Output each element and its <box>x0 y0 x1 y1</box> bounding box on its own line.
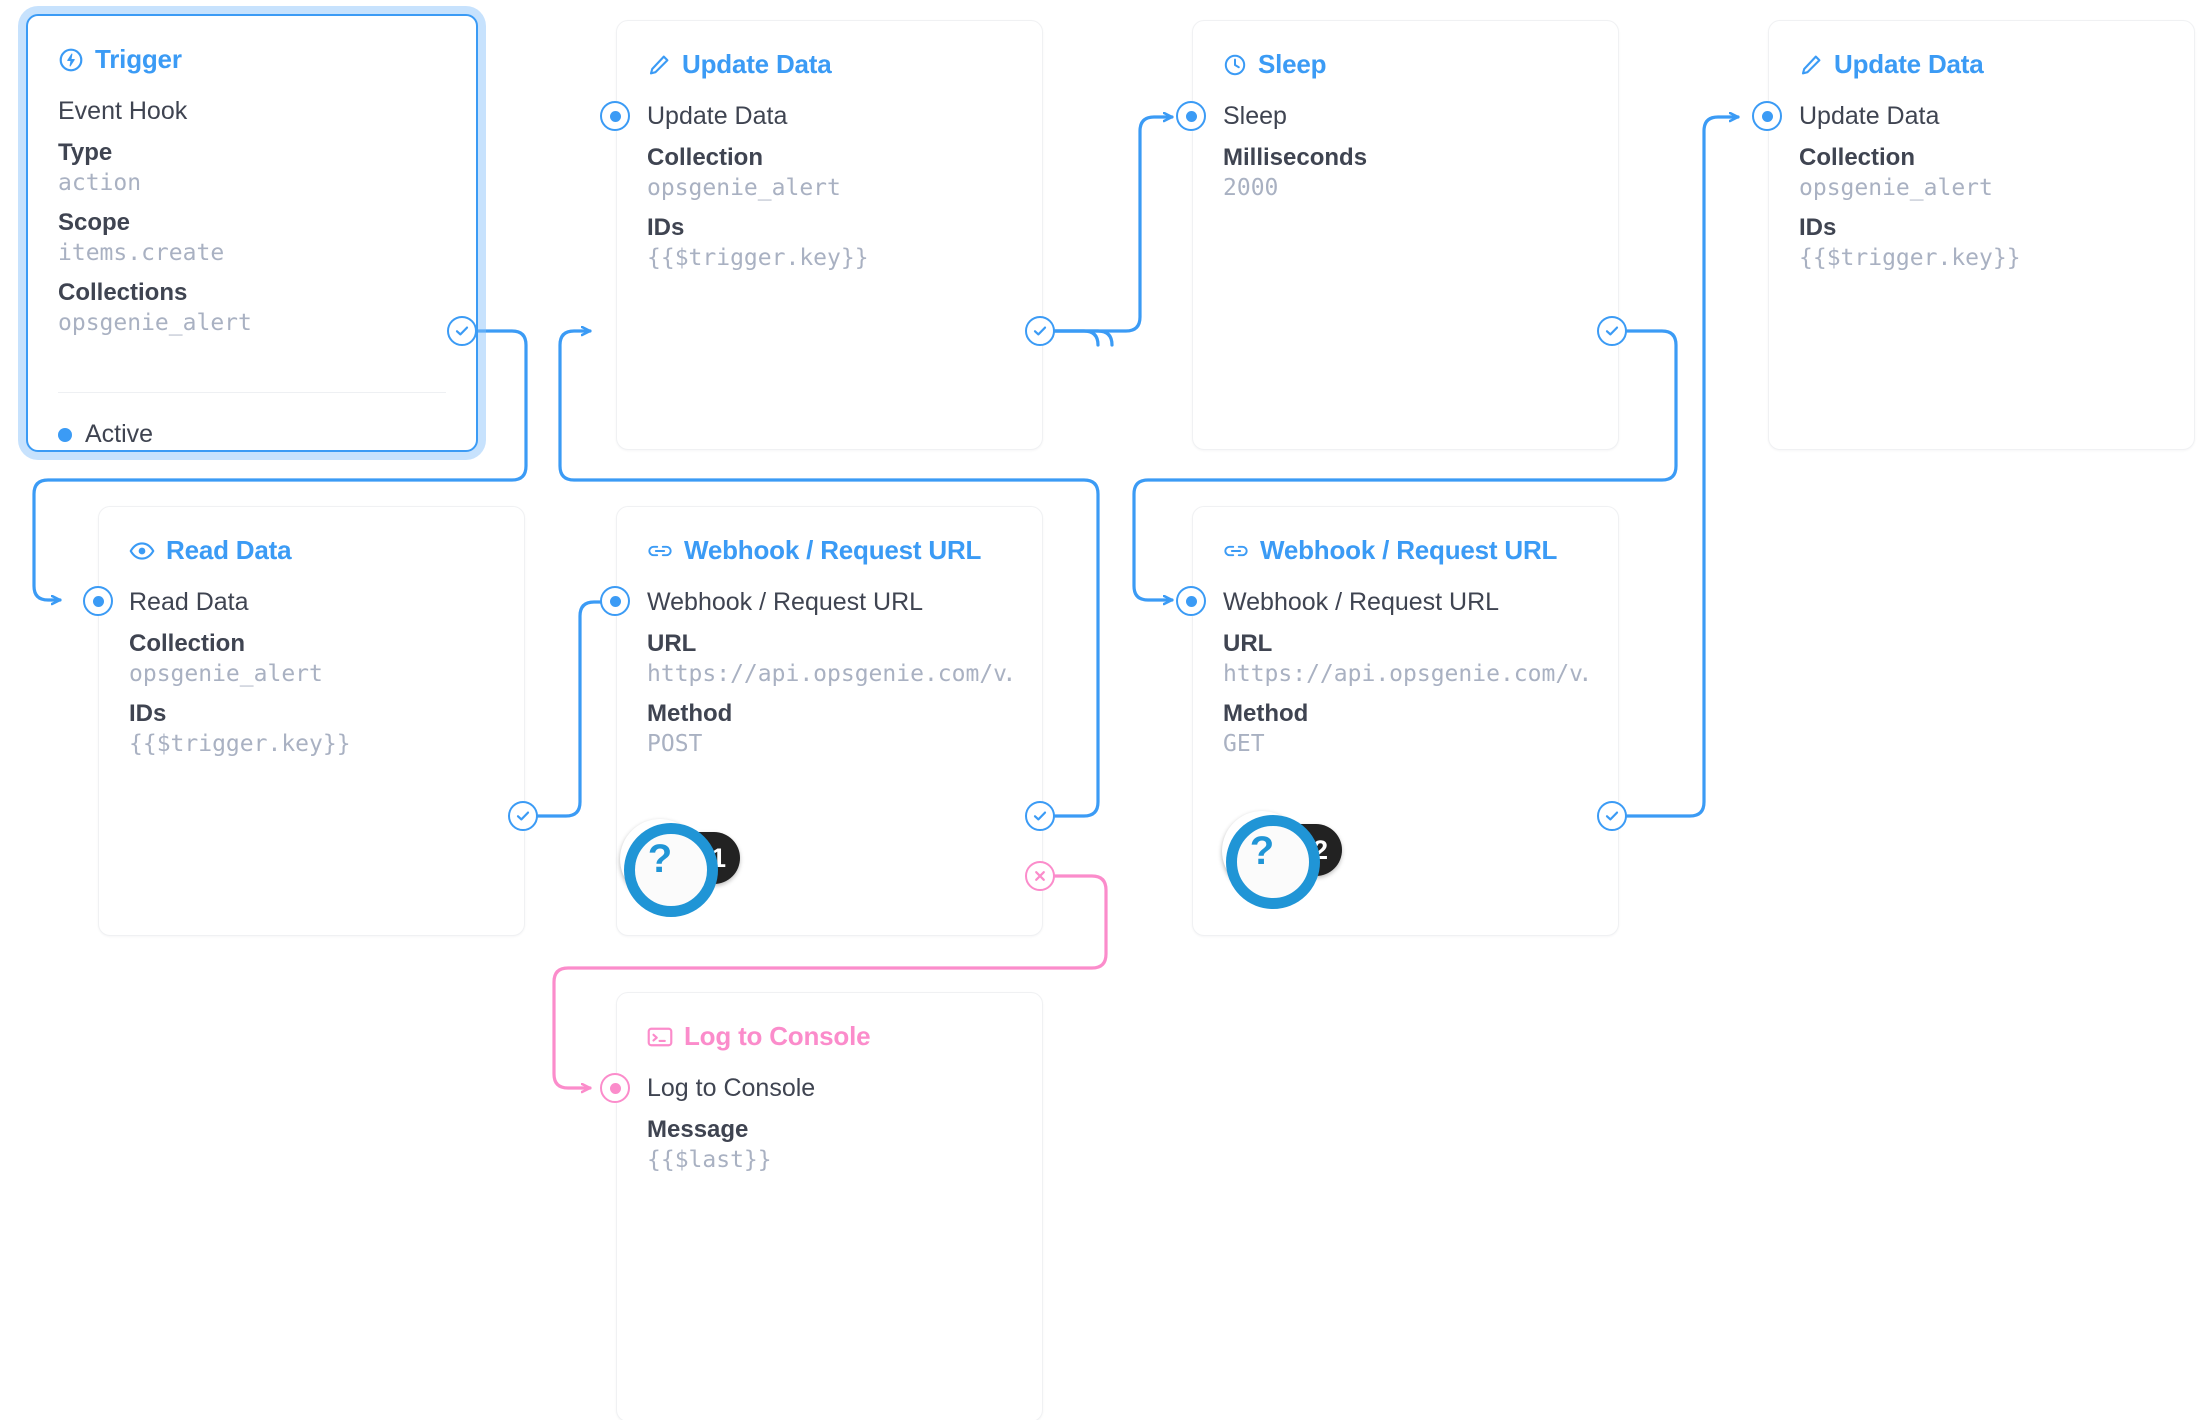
output-port-read-data[interactable] <box>508 801 538 831</box>
node-header-sleep: Sleep <box>1223 49 1588 80</box>
node-card-trigger[interactable]: Trigger Event Hook Type action Scope ite… <box>26 14 478 452</box>
node-card-update-data-1[interactable]: Update Data Update Data Collection opsge… <box>616 20 1043 450</box>
output-port-update-data-1[interactable] <box>1025 316 1055 346</box>
field-value-ids: {{$trigger.key}} <box>129 731 351 757</box>
link-icon <box>647 541 673 561</box>
node-title-text: Read Data <box>166 535 292 565</box>
node-header-log-to-console: Log to Console <box>647 1021 1012 1052</box>
input-port-read-data[interactable] <box>83 586 113 616</box>
node-card-log-to-console[interactable]: Log to Console Log to Console Message {{… <box>616 992 1043 1420</box>
node-subtitle: Webhook / Request URL <box>1223 588 1500 616</box>
field-label-message: Message <box>647 1116 749 1143</box>
pencil-icon <box>647 53 671 77</box>
node-title-text: Log to Console <box>684 1021 871 1051</box>
field-label-method: Method <box>647 700 733 727</box>
node-card-update-data-2[interactable]: Update Data Update Data Collection opsge… <box>1768 20 2195 450</box>
help-badge-symbol: ? <box>647 836 673 881</box>
field-label-ids: IDs <box>647 214 685 241</box>
node-subtitle: Event Hook <box>58 97 188 125</box>
node-subtitle: Sleep <box>1223 102 1287 130</box>
field-label-type: Type <box>58 139 113 166</box>
field-value-method: POST <box>647 731 703 757</box>
output-port-resolve-webhook-1[interactable] <box>1025 801 1055 831</box>
output-port-resolve-webhook-2[interactable] <box>1597 801 1627 831</box>
lightning-circle-icon <box>58 47 84 73</box>
input-port-sleep[interactable] <box>1176 101 1206 131</box>
help-badge-2[interactable]: 2 ? <box>1222 811 1342 909</box>
node-subtitle: Log to Console <box>647 1074 816 1102</box>
status-dot-icon <box>58 427 72 442</box>
field-label-collections: Collections <box>58 279 188 306</box>
node-subtitle: Webhook / Request URL <box>647 588 924 616</box>
field-label-scope: Scope <box>58 209 131 236</box>
node-header-webhook: Webhook / Request URL <box>1223 535 1588 566</box>
question-mark-icon[interactable]: ? <box>620 819 718 917</box>
node-card-read-data[interactable]: Read Data Read Data Collection opsgenie_… <box>98 506 525 936</box>
pencil-icon <box>1799 53 1823 77</box>
node-header-update-data: Update Data <box>647 49 1012 80</box>
help-badge-symbol: ? <box>1249 828 1275 873</box>
input-port-update-data-1[interactable] <box>600 101 630 131</box>
field-value-type: action <box>58 170 142 196</box>
field-label-ids: IDs <box>1799 214 1837 241</box>
field-label-url: URL <box>647 630 697 657</box>
field-value-ids: {{$trigger.key}} <box>1799 245 2021 271</box>
node-header-read-data: Read Data <box>129 535 494 566</box>
input-port-update-data-2[interactable] <box>1752 101 1782 131</box>
node-card-sleep[interactable]: Sleep Sleep Milliseconds 2000 <box>1192 20 1619 450</box>
node-header-webhook: Webhook / Request URL <box>647 535 1012 566</box>
input-port-log-to-console[interactable] <box>600 1073 630 1103</box>
node-title-text: Update Data <box>1834 49 1984 79</box>
field-label-method: Method <box>1223 700 1309 727</box>
output-port-trigger[interactable] <box>447 316 477 346</box>
field-label-ids: IDs <box>129 700 167 727</box>
node-subtitle: Update Data <box>647 102 788 130</box>
field-label-collection: Collection <box>647 144 764 171</box>
field-value-url: https://api.opsgenie.com/v… <box>1223 661 1588 687</box>
console-icon <box>647 1026 673 1048</box>
field-value-method: GET <box>1223 731 1265 757</box>
field-value-collection: opsgenie_alert <box>1799 175 1993 201</box>
node-subtitle: Update Data <box>1799 102 1940 130</box>
node-title-text: Sleep <box>1258 49 1327 79</box>
question-mark-icon[interactable]: ? <box>1222 811 1320 909</box>
field-value-ids: {{$trigger.key}} <box>647 245 869 271</box>
field-label-collection: Collection <box>1799 144 1916 171</box>
help-badge-1[interactable]: 1 ? <box>620 819 740 917</box>
field-value-message: {{$last}} <box>647 1147 772 1173</box>
field-label-collection: Collection <box>129 630 246 657</box>
node-title-text: Update Data <box>682 49 832 79</box>
node-title-text: Trigger <box>95 44 182 74</box>
node-subtitle: Read Data <box>129 588 249 616</box>
clock-icon <box>1223 53 1247 77</box>
link-icon <box>1223 541 1249 561</box>
status-label: Active <box>85 420 154 448</box>
field-value-url: https://api.opsgenie.com/v… <box>647 661 1012 687</box>
field-label-milliseconds: Milliseconds <box>1223 144 1368 171</box>
node-header-update-data: Update Data <box>1799 49 2164 80</box>
input-port-webhook-2[interactable] <box>1176 586 1206 616</box>
field-label-url: URL <box>1223 630 1273 657</box>
eye-icon <box>129 538 155 564</box>
field-value-milliseconds: 2000 <box>1223 175 1279 201</box>
output-port-sleep[interactable] <box>1597 316 1627 346</box>
field-value-scope: items.create <box>58 240 225 266</box>
card-divider <box>58 392 446 393</box>
output-port-reject-webhook-1[interactable] <box>1025 861 1055 891</box>
node-title-text: Webhook / Request URL <box>684 535 982 565</box>
status-badge: Active <box>58 420 153 449</box>
node-card-webhook-2[interactable]: Webhook / Request URL Webhook / Request … <box>1192 506 1619 936</box>
node-title-text: Webhook / Request URL <box>1260 535 1558 565</box>
field-value-collection: opsgenie_alert <box>129 661 323 687</box>
node-header-trigger: Trigger <box>58 44 446 75</box>
field-value-collection: opsgenie_alert <box>647 175 841 201</box>
input-port-webhook-1[interactable] <box>600 586 630 616</box>
field-value-collections: opsgenie_alert <box>58 310 252 336</box>
